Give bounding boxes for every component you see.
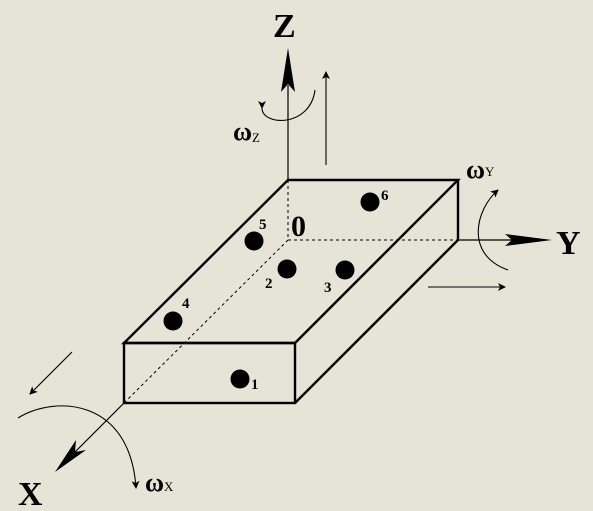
y-rotation-arrow — [477, 189, 509, 271]
point-3-label: 3 — [324, 280, 332, 296]
y-axis: Y ωY — [428, 155, 581, 291]
point-2-label: 2 — [265, 276, 273, 292]
point-5-label: 5 — [259, 217, 267, 233]
omega-y-label: ωY — [466, 155, 495, 184]
point-4 — [163, 311, 183, 331]
x-rotation-arrow — [17, 405, 140, 489]
point-3 — [335, 260, 355, 280]
y-axis-arrowhead — [505, 234, 552, 246]
point-1-label: 1 — [251, 377, 259, 393]
x-axis: X ωX — [17, 351, 174, 511]
point-4-label: 4 — [182, 296, 190, 312]
point-6 — [360, 192, 380, 212]
z-axis: Z ωZ — [233, 8, 330, 180]
point-6-label: 6 — [381, 188, 389, 204]
y-axis-label: Y — [556, 225, 581, 262]
point-2 — [277, 259, 297, 279]
point-5 — [244, 231, 264, 251]
x-axis-arrowhead — [55, 440, 86, 472]
measurement-points: 1 2 3 4 5 6 — [163, 188, 389, 393]
omega-x-label: ωX — [145, 468, 174, 497]
z-rotation-arrow — [257, 89, 316, 121]
origin-label: 0 — [291, 210, 306, 243]
point-1 — [230, 369, 250, 389]
x-translation-arrow — [29, 351, 73, 395]
omega-z-label: ωZ — [233, 117, 260, 146]
z-axis-label: Z — [273, 8, 296, 45]
hidden-edges — [123, 180, 458, 404]
z-axis-arrowhead — [281, 48, 295, 92]
x-axis-label: X — [18, 476, 43, 511]
